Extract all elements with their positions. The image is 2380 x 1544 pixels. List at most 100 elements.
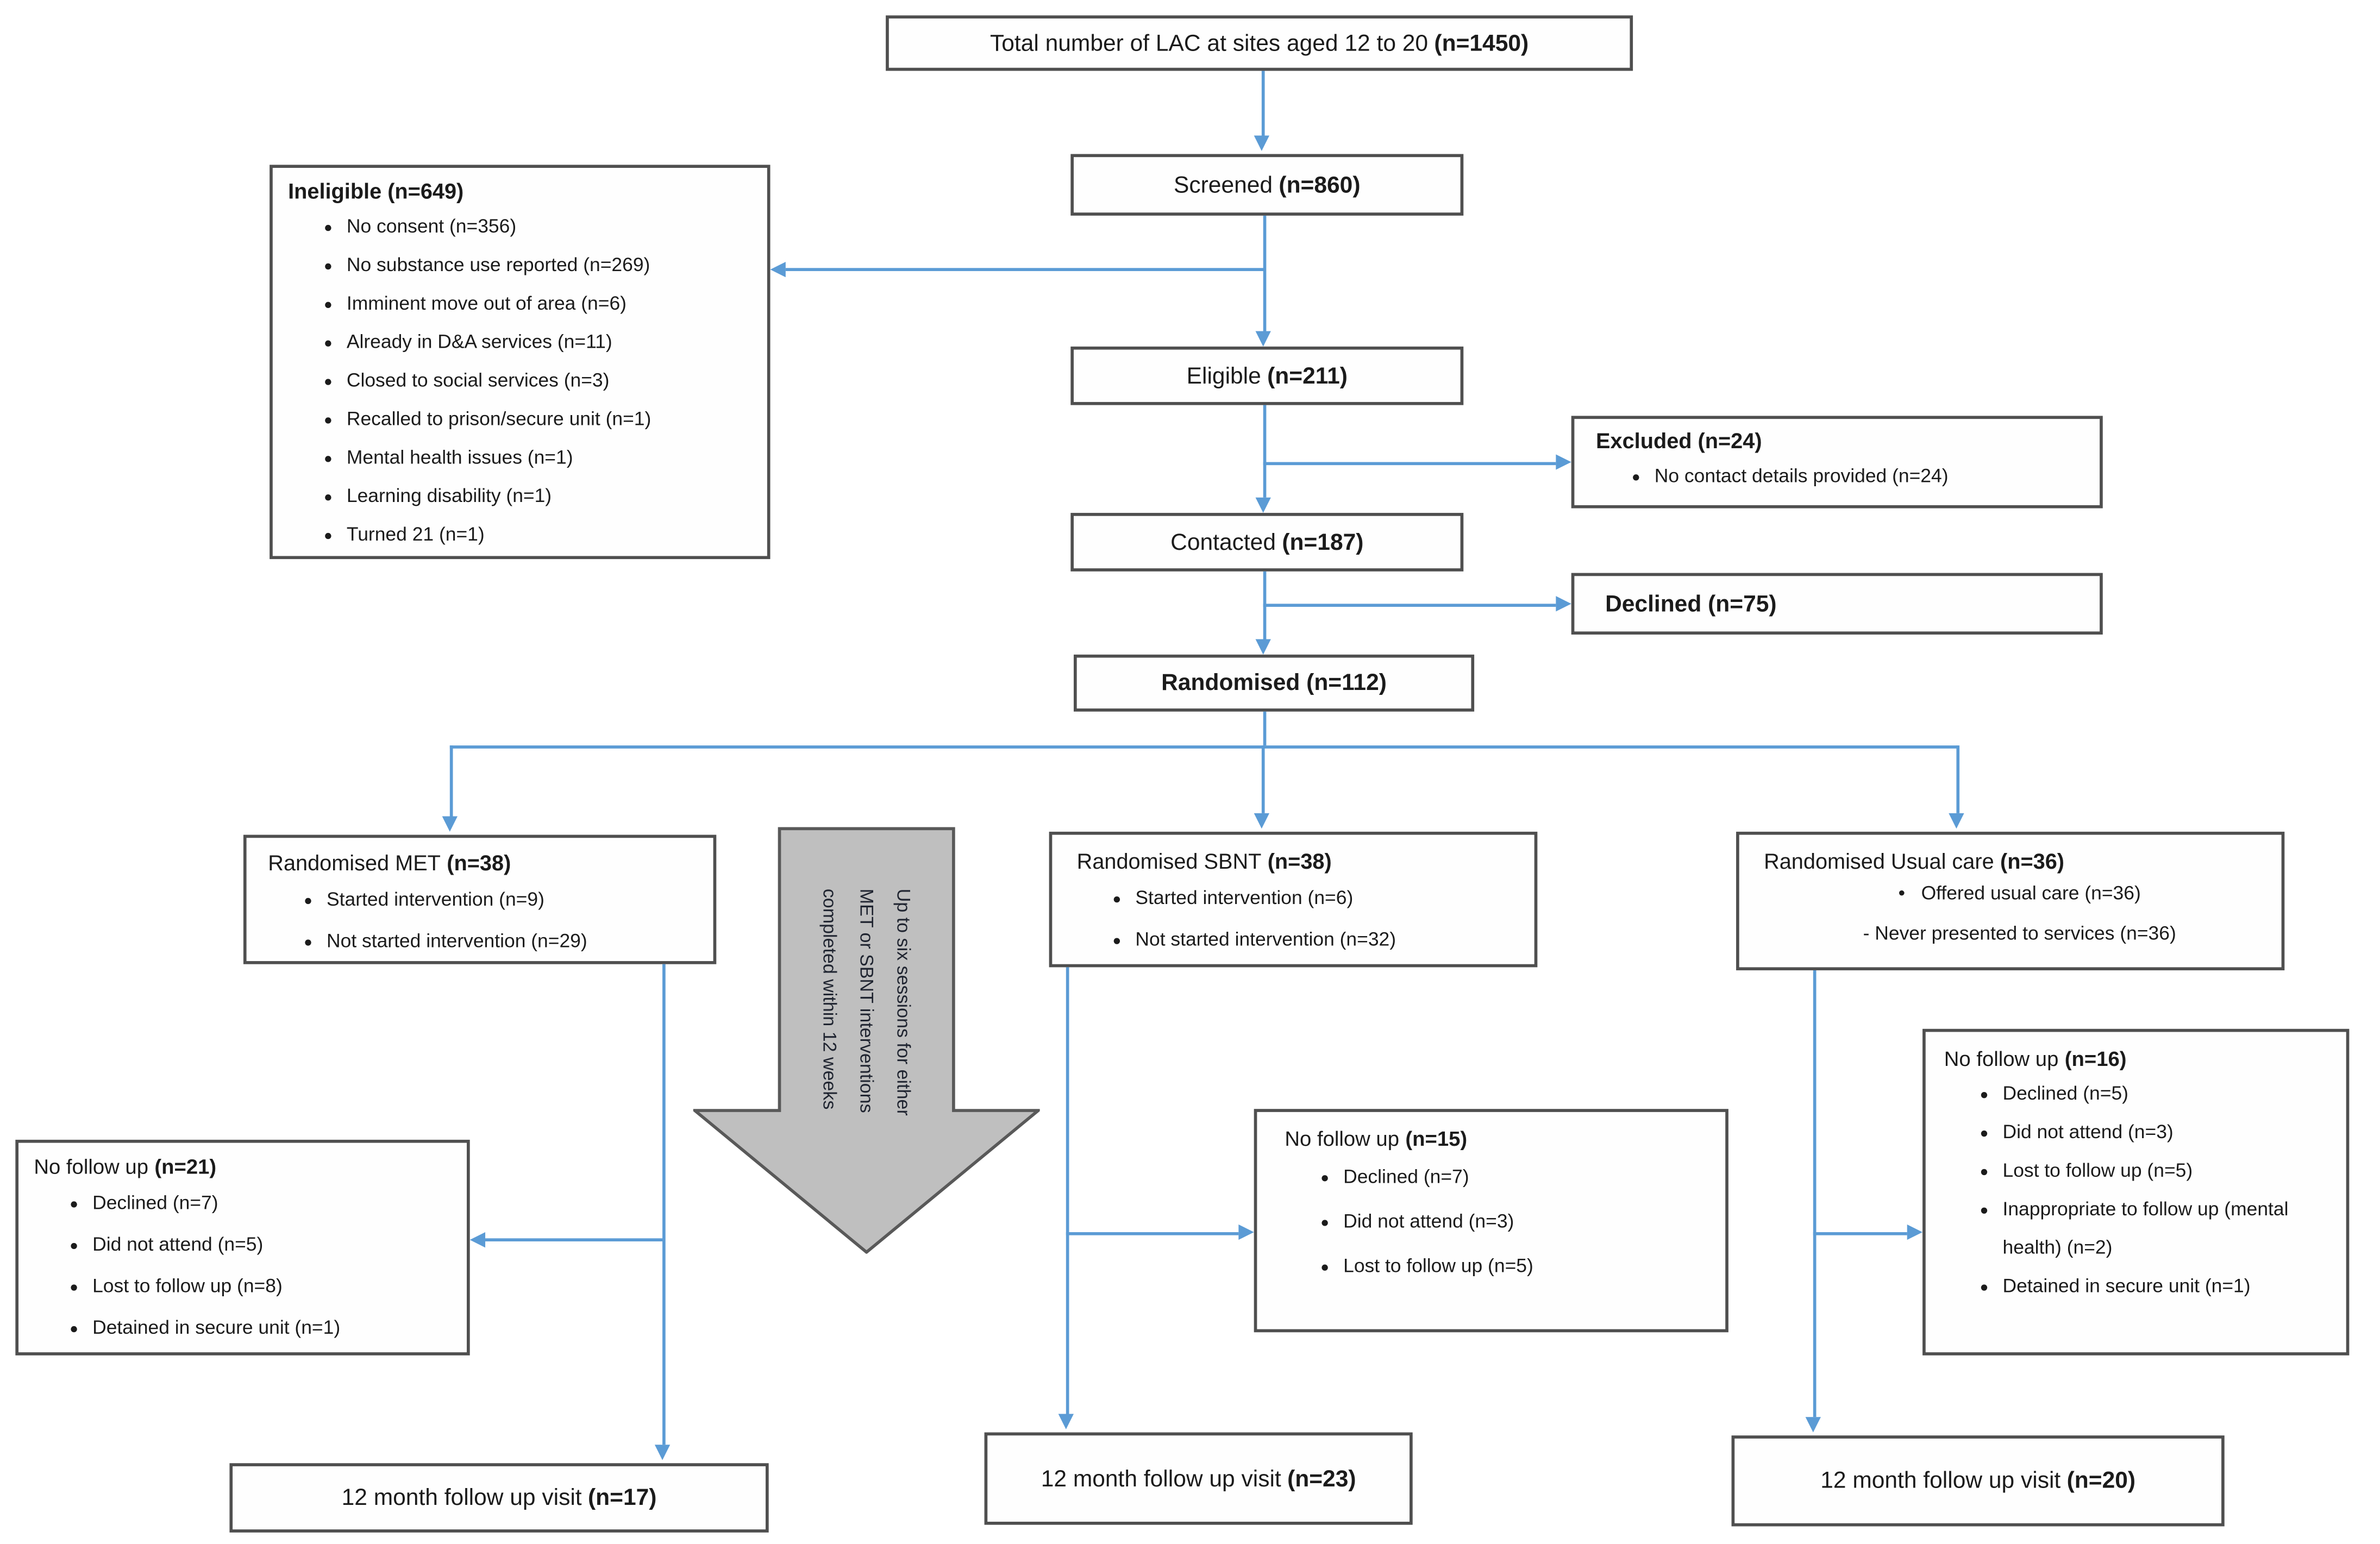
node-nofollowup-met-count: (n=21): [154, 1155, 217, 1178]
connector-line: [785, 268, 1265, 271]
node-excluded-title: Excluded (n=24): [1596, 428, 1762, 453]
node-declined: Declined (n=75): [1571, 573, 2103, 635]
intervention-period-arrow: [690, 827, 1043, 1254]
node-eligible: Eligible(n=211): [1070, 346, 1464, 405]
node-ineligible: Ineligible (n=649) No consent (n=356) No…: [270, 165, 771, 560]
connector-line: [1263, 462, 1556, 466]
connector-line: [1261, 71, 1265, 139]
node-nofollowup-usual: No follow up(n=16) Declined (n=5) Did no…: [1922, 1028, 2350, 1355]
node-screened-count: (n=860): [1279, 172, 1361, 198]
list-item: Turned 21 (n=1): [347, 516, 755, 555]
arrowhead-down-icon: [441, 816, 457, 832]
node-nofollowup-sbnt-count: (n=15): [1405, 1127, 1468, 1151]
arrowhead-down-icon: [654, 1445, 669, 1460]
node-visit-met: 12 month follow up visit(n=17): [229, 1463, 769, 1533]
list-item: No consent (n=356): [347, 208, 755, 247]
arrowhead-down-icon: [1805, 1417, 1820, 1433]
list-item: Started intervention (n=6): [1135, 878, 1528, 920]
connector-line: [1066, 1232, 1239, 1235]
node-ineligible-title: Ineligible (n=649): [288, 178, 464, 204]
connector-line: [1066, 967, 1069, 1414]
bullet-dot: •: [1898, 882, 1906, 905]
arrowhead-down-icon: [1057, 1414, 1073, 1429]
arrowhead-left-icon: [770, 261, 786, 277]
arrowhead-left-icon: [469, 1231, 486, 1247]
node-ineligible-list: No consent (n=356) No substance use repo…: [288, 208, 755, 555]
list-item: Already in D&A services (n=11): [347, 323, 755, 362]
connector-line: [1263, 711, 1267, 746]
node-met-label: Randomised MET: [268, 850, 441, 875]
node-total-label: Total number of LAC at sites aged 12 to …: [989, 30, 1429, 57]
list-item: No substance use reported (n=269): [347, 247, 755, 285]
node-screened: Screened(n=860): [1070, 154, 1464, 216]
connector-line: [1813, 970, 1817, 1417]
node-screened-label: Screened: [1174, 172, 1273, 198]
node-nofollowup-usual-list: Declined (n=5) Did not attend (n=3) Lost…: [1944, 1075, 2337, 1306]
node-randomised-usual-care: Randomised Usual care(n=36) • Offered us…: [1736, 831, 2285, 971]
connector-line: [1263, 215, 1267, 331]
node-visit-usual: 12 month follow up visit(n=20): [1731, 1435, 2225, 1527]
connector-line: [1956, 745, 1960, 813]
node-nofollowup-sbnt-list: Declined (n=7) Did not attend (n=3) Lost…: [1285, 1155, 1719, 1289]
node-usual-count: (n=36): [2000, 849, 2064, 874]
node-met-list: Started intervention (n=9) Not started i…: [268, 880, 707, 963]
node-sbnt-count: (n=38): [1267, 849, 1332, 874]
node-total: Total number of LAC at sites aged 12 to …: [886, 15, 1633, 71]
node-randomised: Randomised (n=112): [1073, 654, 1475, 712]
node-sbnt-list: Started intervention (n=6) Not started i…: [1077, 878, 1529, 961]
node-excluded: Excluded (n=24) No contact details provi…: [1571, 416, 2103, 509]
node-sbnt-label: Randomised SBNT: [1076, 849, 1262, 874]
arrowhead-down-icon: [1253, 135, 1269, 151]
node-visit-usual-count: (n=20): [2066, 1467, 2136, 1494]
node-nofollowup-met-label: No follow up: [34, 1155, 149, 1178]
arrowhead-down-icon: [1255, 639, 1270, 655]
connector-line: [1263, 604, 1556, 607]
list-item: Recalled to prison/secure unit (n=1): [347, 400, 755, 439]
list-item: Did not attend (n=5): [92, 1225, 461, 1266]
connector-line: [485, 1238, 663, 1242]
list-item: Not started intervention (n=32): [1135, 919, 1528, 961]
node-eligible-count: (n=211): [1267, 362, 1348, 389]
connector-line: [662, 964, 666, 1445]
list-item: Mental health issues (n=1): [347, 439, 755, 478]
arrowhead-right-icon: [1907, 1223, 1923, 1239]
list-item: Did not attend (n=3): [2003, 1114, 2337, 1152]
node-visit-met-count: (n=17): [587, 1484, 657, 1511]
node-nofollowup-sbnt: No follow up(n=15) Declined (n=7) Did no…: [1254, 1109, 1728, 1333]
node-visit-usual-label: 12 month follow up visit: [1820, 1467, 2061, 1494]
node-randomised-sbnt: Randomised SBNT(n=38) Started interventi…: [1049, 831, 1538, 968]
arrowhead-down-icon: [1255, 497, 1270, 513]
arrowhead-down-icon: [1947, 813, 1964, 829]
node-randomised-title: Randomised (n=112): [1161, 670, 1387, 696]
connector-line: [449, 745, 453, 817]
list-item: Learning disability (n=1): [347, 478, 755, 516]
list-item: Lost to follow up (n=5): [2003, 1152, 2337, 1191]
node-nofollowup-met: No follow up(n=21) Declined (n=7) Did no…: [15, 1139, 470, 1355]
list-item: Declined (n=5): [2003, 1075, 2337, 1114]
connector-line: [1263, 405, 1267, 498]
node-usual-label: Randomised Usual care: [1764, 849, 1994, 874]
node-nofollowup-usual-count: (n=16): [2064, 1047, 2127, 1071]
down-block-arrow-icon: [690, 827, 1043, 1254]
node-nofollowup-sbnt-label: No follow up: [1285, 1127, 1400, 1151]
list-item: Not started intervention (n=29): [327, 921, 707, 963]
list-item: Detained in secure unit (n=1): [2003, 1267, 2337, 1306]
node-visit-sbnt: 12 month follow up visit(n=23): [984, 1432, 1413, 1525]
list-item: Declined (n=7): [1343, 1155, 1719, 1200]
node-usual-sub: - Never presented to services (n=36): [1863, 922, 2176, 944]
list-item: Lost to follow up (n=5): [1343, 1245, 1719, 1289]
node-randomised-met: Randomised MET(n=38) Started interventio…: [243, 834, 717, 964]
arrowhead-down-icon: [1253, 813, 1269, 829]
node-total-count: (n=1450): [1434, 30, 1529, 57]
intervention-period-text: Up to six sessions for either MET or SBN…: [818, 888, 915, 1116]
list-item: Imminent move out of area (n=6): [347, 285, 755, 323]
node-contacted-count: (n=187): [1282, 529, 1364, 556]
connector-line: [449, 745, 1958, 749]
node-met-count: (n=38): [447, 850, 511, 875]
list-item: No contact details provided (n=24): [1655, 457, 2090, 496]
node-eligible-label: Eligible: [1186, 362, 1261, 389]
list-item: Closed to social services (n=3): [347, 362, 755, 400]
node-visit-sbnt-label: 12 month follow up visit: [1041, 1465, 1281, 1492]
node-declined-title: Declined (n=75): [1605, 591, 1777, 617]
node-nofollowup-met-list: Declined (n=7) Did not attend (n=5) Lost…: [34, 1183, 460, 1349]
